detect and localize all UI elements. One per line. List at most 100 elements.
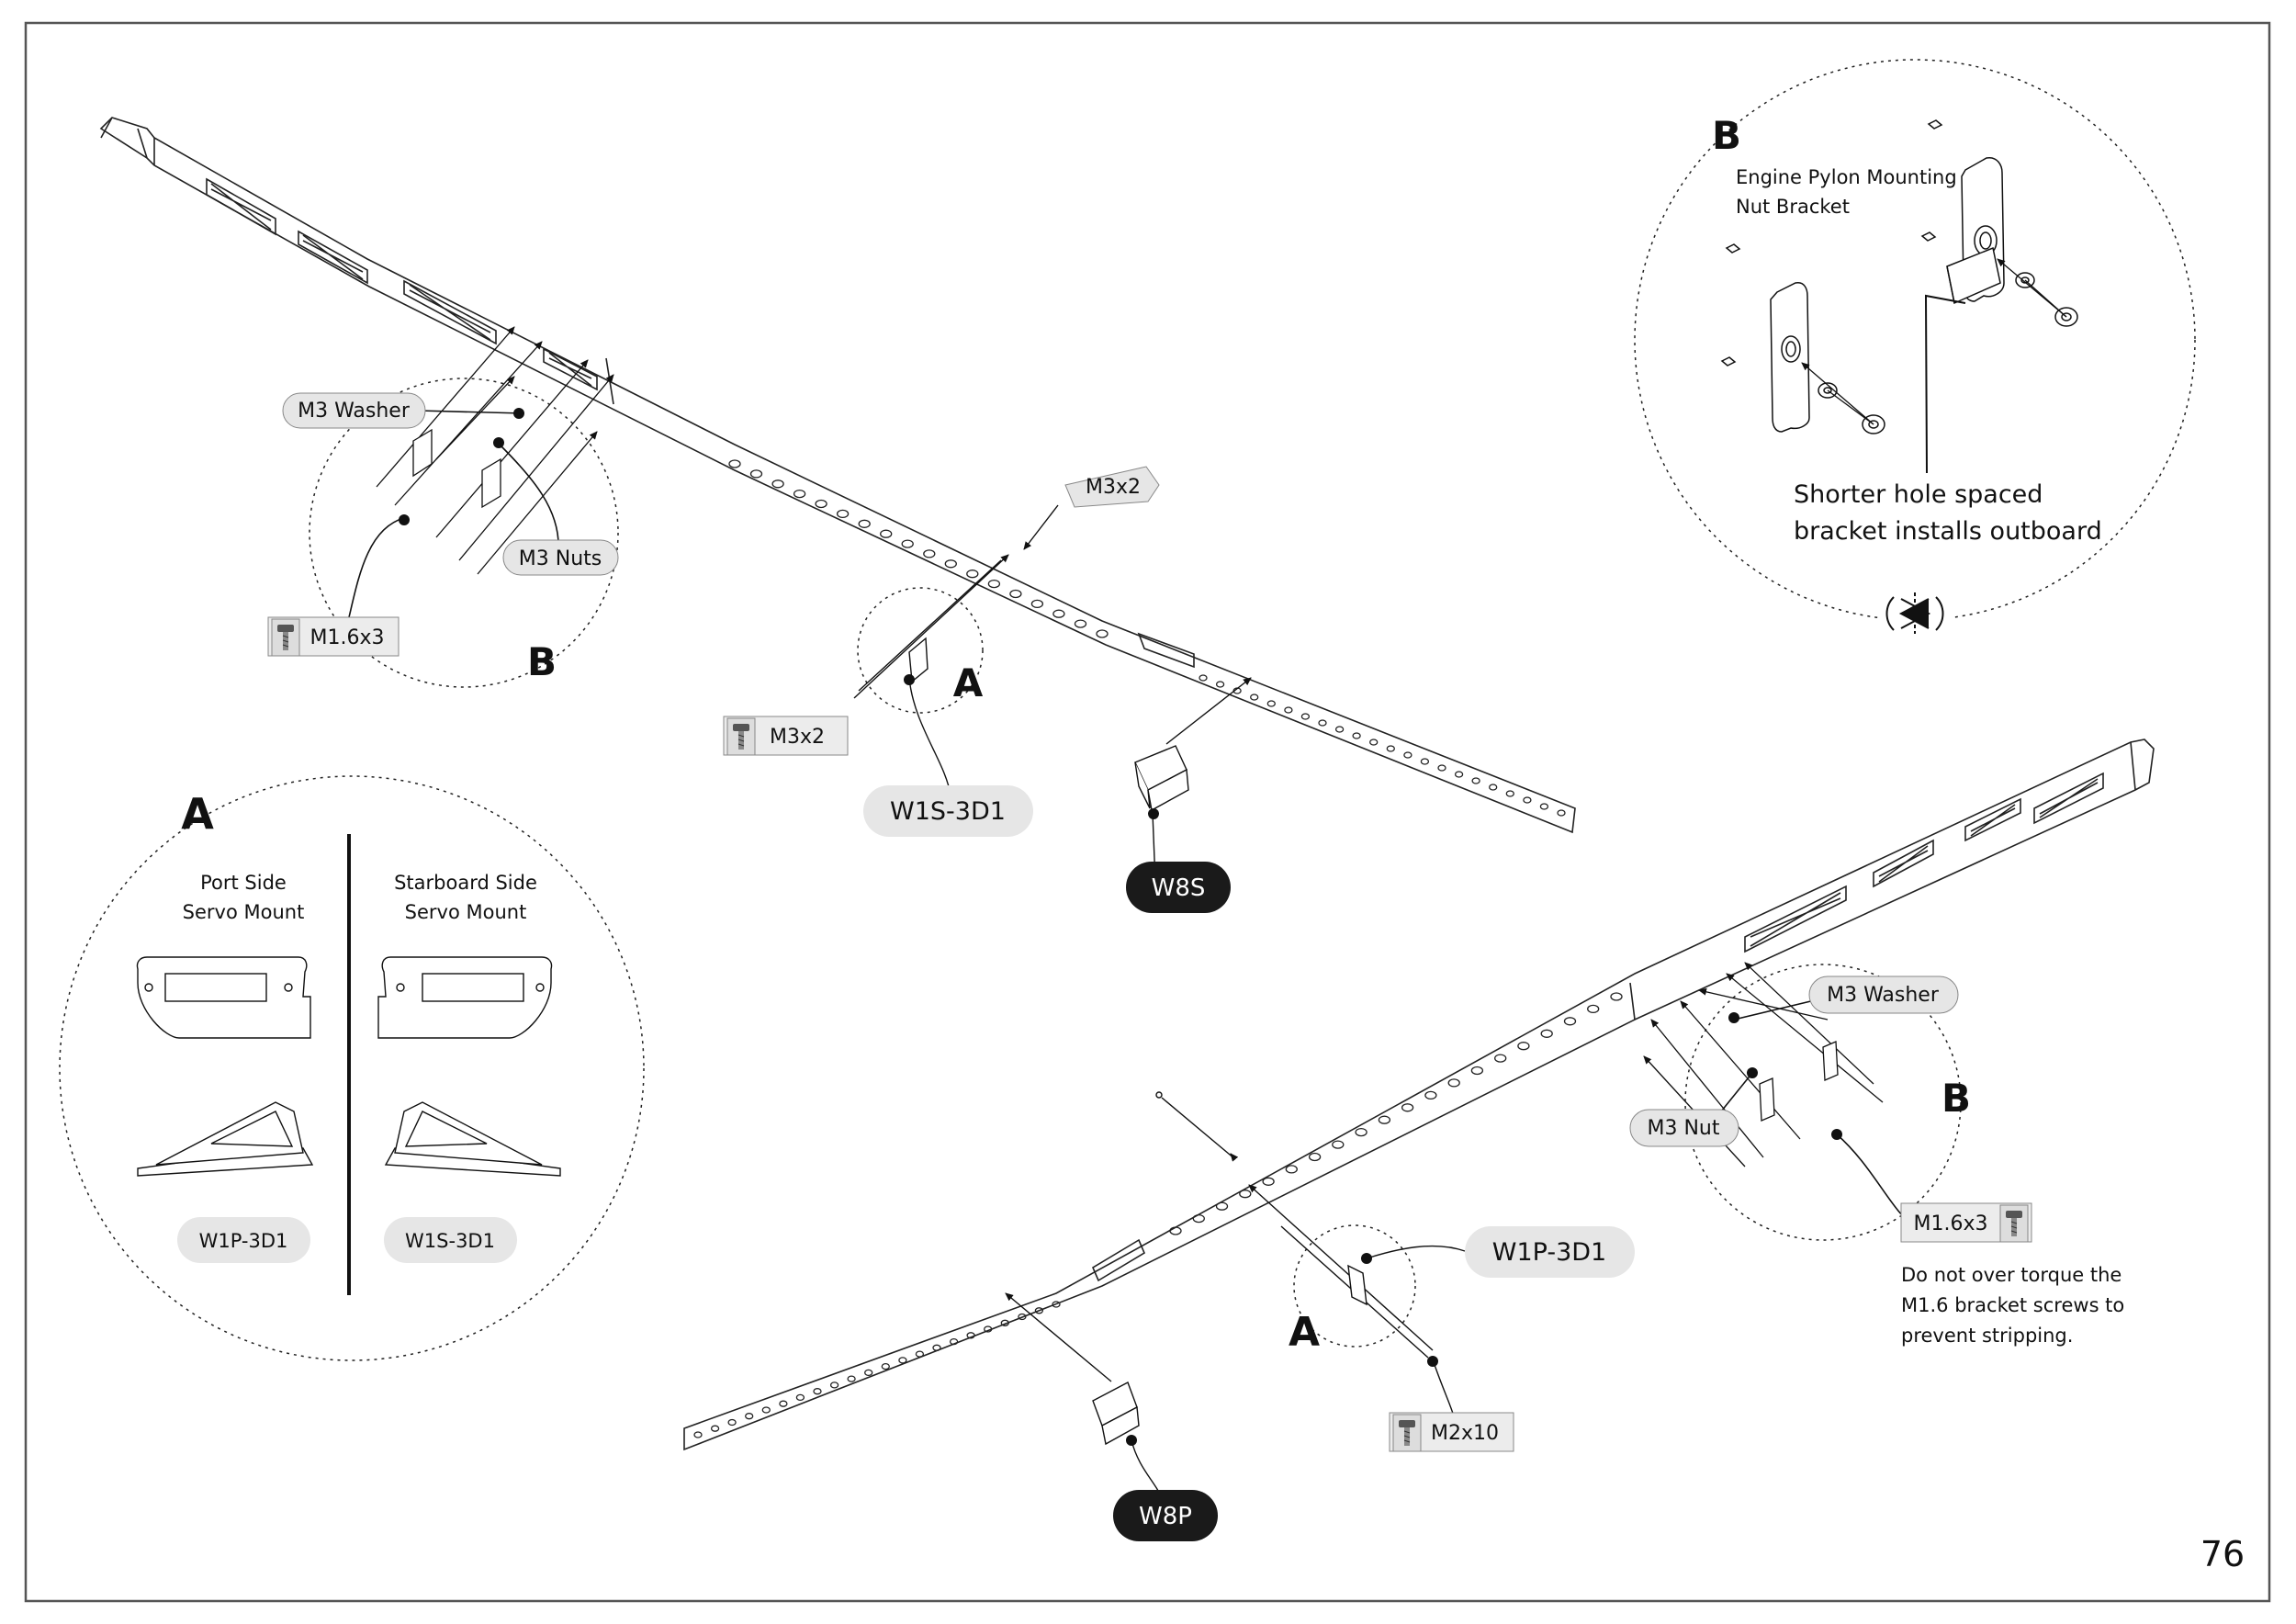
spar-hole: [1199, 674, 1208, 682]
svg-text:M2x10: M2x10: [1431, 1422, 1499, 1445]
screw-icon: [726, 717, 756, 756]
callout-m3x2-right: M3x2: [1064, 466, 1160, 508]
spar-hole: [1386, 745, 1395, 752]
callout-m3-nuts-top: M3 Nuts: [502, 539, 619, 576]
callout-m3-washer-bottom: M3 Washer: [1808, 976, 1959, 1014]
panel-a-parts: [136, 956, 561, 1177]
spar-hole: [1454, 771, 1464, 778]
callout-m16x3-bottom: M1.6x3: [1900, 1202, 2032, 1243]
spar-hole: [1334, 726, 1345, 733]
spar-hole: [693, 1431, 703, 1438]
callout-m3-washer-top: M3 Washer: [282, 392, 426, 429]
spar-hole: [761, 1406, 771, 1414]
svg-text:W8S: W8S: [1152, 874, 1206, 902]
spar-hole: [880, 529, 893, 538]
svg-text:M3 Nut: M3 Nut: [1648, 1117, 1720, 1140]
spar-hole: [1563, 1017, 1577, 1026]
callout-w8s: W8S: [1126, 862, 1231, 913]
spar-hole: [1610, 992, 1623, 1001]
spar-hole: [987, 579, 1001, 589]
panel-a-port-part: W1P-3D1: [177, 1217, 310, 1263]
callout-m3x2-left: M3x2: [723, 716, 849, 756]
spar-hole: [898, 1357, 907, 1364]
top-b-leaders: [348, 410, 559, 618]
spar-hole: [1192, 1213, 1205, 1224]
detail-letter-b: B: [527, 639, 557, 684]
panel-a-starboard-line2: Servo Mount: [405, 901, 527, 923]
svg-text:M3 Washer: M3 Washer: [298, 400, 411, 423]
spar-hole: [1009, 589, 1022, 599]
callout-m16x3-top: M1.6x3: [267, 616, 400, 657]
spar-hole: [1447, 1078, 1460, 1088]
spar-hole: [1215, 1201, 1229, 1211]
spar-hole: [1378, 1115, 1391, 1124]
spar-hole: [1424, 1090, 1437, 1100]
detail-b-bottom-circle: [1684, 964, 1962, 1241]
panel-a-port-line1: Port Side: [200, 872, 287, 894]
spar-hole: [1517, 1042, 1530, 1051]
spar-hole: [727, 1418, 737, 1427]
spar-hole: [1332, 1140, 1345, 1149]
spar-hole: [771, 479, 784, 489]
spar-hole: [1539, 803, 1549, 810]
svg-text:M3 Nuts: M3 Nuts: [519, 547, 602, 570]
spar-hole: [1401, 1103, 1414, 1112]
spar-hole: [915, 1350, 925, 1358]
spar-hole: [829, 1382, 839, 1389]
spar-hole: [1018, 1313, 1027, 1321]
spar-hole: [1489, 784, 1498, 791]
svg-text:W1P-3D1: W1P-3D1: [1492, 1238, 1606, 1267]
screw-icon: [271, 618, 300, 657]
spar-hole: [1052, 609, 1065, 618]
spar-hole: [1318, 719, 1327, 727]
spar-hole: [836, 509, 850, 519]
spar-hole: [901, 539, 914, 548]
spar-hole: [1250, 694, 1259, 701]
spar-hole: [779, 1400, 788, 1407]
detail-letter-b: B: [1941, 1076, 1971, 1121]
page-number: 76: [2200, 1534, 2245, 1574]
spar-hole: [1266, 700, 1276, 707]
panel-b-note-line2: bracket installs outboard: [1794, 517, 2102, 546]
screw-icon: [1392, 1414, 1422, 1452]
panel-a-starboard-line1: Starboard Side: [394, 872, 537, 894]
spar-hole: [813, 1388, 822, 1395]
detail-letter-a: A: [181, 789, 214, 839]
spar-hole: [1471, 777, 1480, 784]
spar-hole: [793, 489, 806, 499]
spar-hole: [1074, 619, 1087, 628]
detail-letter-b: B: [1712, 113, 1741, 158]
spar-hole: [944, 559, 957, 569]
spar-hole: [1000, 1319, 1009, 1326]
detail-letter-a: A: [953, 660, 984, 705]
svg-text:W1P-3D1: W1P-3D1: [199, 1230, 288, 1252]
top-a-parts: [853, 504, 1059, 796]
callout-w8p: W8P: [1113, 1490, 1218, 1541]
spar-hole: [815, 499, 827, 509]
spar-hole: [1169, 1226, 1182, 1235]
svg-text:W1S-3D1: W1S-3D1: [405, 1230, 495, 1252]
spar-hole: [1523, 796, 1532, 804]
w8s-bracket: [1134, 677, 1252, 883]
top-b-arrows: [376, 326, 614, 575]
spar-hole: [745, 1413, 754, 1420]
panel-a-port-line2: Servo Mount: [183, 901, 305, 923]
spar-hole: [923, 549, 936, 558]
detail-b-top-circle: [309, 378, 619, 688]
panel-a-circle: [59, 775, 645, 1361]
spar-hole: [1034, 1307, 1044, 1314]
detail-a-bottom-circle: [1293, 1224, 1416, 1348]
panel-b-title-line1: Engine Pylon Mounting: [1736, 166, 1957, 188]
spar-hole: [728, 459, 741, 468]
detail-a-top-circle: [857, 587, 984, 714]
torque-note-line1: Do not over torque the: [1901, 1264, 2122, 1286]
panel-b-note-line1: Shorter hole spaced: [1794, 480, 2043, 509]
panel-a-starboard-part: W1S-3D1: [384, 1217, 517, 1263]
spar-hole: [1403, 751, 1412, 759]
spar-hole: [1215, 681, 1225, 688]
spar-hole: [1369, 739, 1379, 746]
svg-text:M3 Washer: M3 Washer: [1827, 984, 1940, 1007]
svg-text:M1.6x3: M1.6x3: [310, 626, 385, 649]
spar-hole: [1587, 1004, 1600, 1014]
spar-hole: [710, 1425, 720, 1432]
